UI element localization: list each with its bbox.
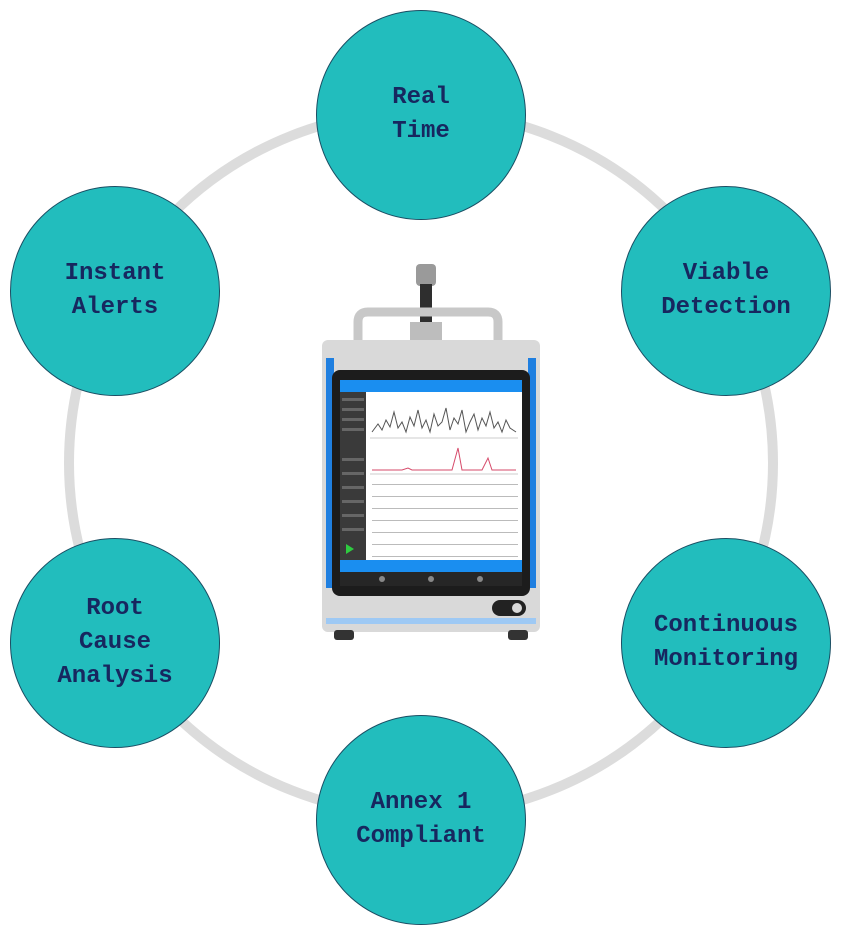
base-strip <box>326 618 536 624</box>
node-instant-alerts-line-1: Instant <box>64 260 166 287</box>
screen-chart-line-top <box>371 407 517 434</box>
node-continuous-monitoring: Continuous Monitoring <box>621 538 831 748</box>
node-continuous-monitoring-line-2: Monitoring <box>653 646 799 673</box>
blue-side-trim-left <box>326 358 334 588</box>
node-real-time: Real Time <box>316 10 526 220</box>
sampler-knob <box>416 264 436 286</box>
node-root-cause-line-2: Cause <box>78 629 151 656</box>
foot-right <box>508 630 528 640</box>
node-root-cause-line-1: Root <box>86 595 144 622</box>
sampler-head <box>410 322 442 344</box>
node-annex-compliant-line-1: Annex 1 <box>370 789 472 816</box>
node-viable-detection-line-1: Viable <box>682 260 770 287</box>
device-screen <box>340 380 522 586</box>
node-real-time-line-2: Time <box>392 118 450 145</box>
node-root-cause-analysis: Root Cause Analysis <box>10 538 220 748</box>
node-annex-compliant: Annex 1 Compliant <box>316 715 526 925</box>
node-annex-compliant-line-2: Compliant <box>356 823 486 850</box>
screen-chart-line-bottom <box>372 447 516 471</box>
blue-side-trim-right <box>528 358 536 588</box>
air-sampler-device-image <box>322 264 540 640</box>
screen-action-bar <box>340 560 522 572</box>
carry-handle <box>353 307 503 357</box>
node-real-time-line-1: Real <box>392 84 450 111</box>
node-viable-detection: Viable Detection <box>621 186 831 396</box>
screen-sidebar <box>340 392 366 560</box>
node-continuous-monitoring-line-1: Continuous <box>653 612 799 639</box>
node-viable-detection-line-2: Detection <box>661 294 791 321</box>
node-instant-alerts: Instant Alerts <box>10 186 220 396</box>
screen-top-bar <box>340 380 522 392</box>
node-instant-alerts-line-2: Alerts <box>71 294 159 321</box>
play-icon <box>346 544 354 554</box>
foot-left <box>334 630 354 640</box>
node-root-cause-line-3: Analysis <box>57 663 173 690</box>
